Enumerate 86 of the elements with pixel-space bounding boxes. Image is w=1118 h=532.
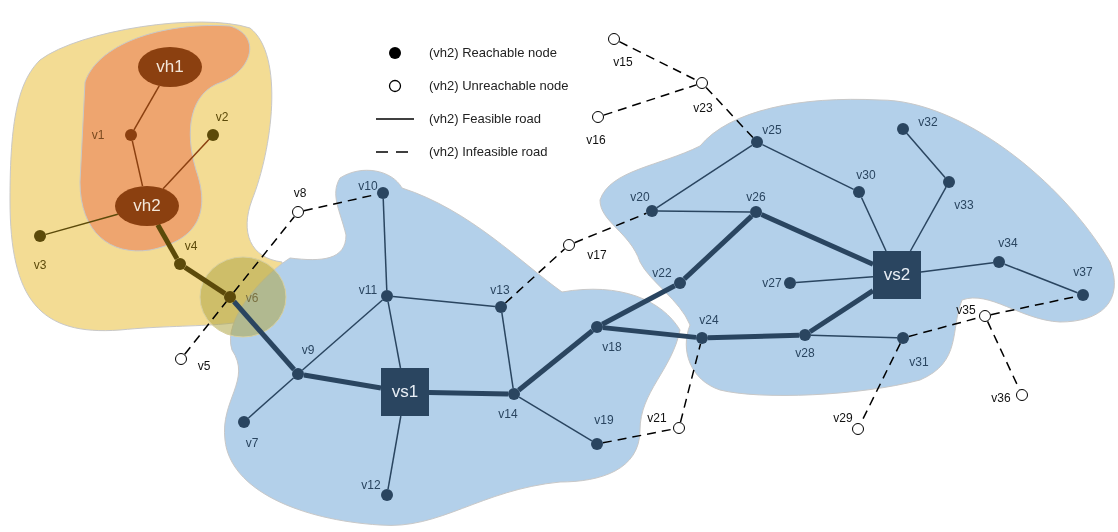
thick-road-line: [601, 283, 676, 327]
road-line: [387, 301, 402, 369]
road-line: [382, 198, 388, 291]
dashed-road-line: [504, 248, 566, 304]
node-label: v20: [630, 190, 650, 204]
dashed-road-line: [233, 215, 295, 294]
road-line: [392, 295, 496, 308]
dashed-road-line: [183, 300, 228, 356]
thick-road-line: [602, 325, 697, 340]
node-label: v13: [490, 283, 510, 297]
road-line: [761, 143, 855, 191]
dashed-road-line: [705, 86, 754, 139]
thick-road-line: [707, 332, 800, 341]
road-line: [501, 312, 514, 389]
node-label: v8: [293, 186, 307, 200]
node-label: v10: [358, 179, 378, 193]
station-square: vs2: [873, 251, 921, 299]
node-label: v17: [587, 248, 607, 262]
node-label: v12: [361, 478, 381, 492]
node-label: v14: [498, 407, 518, 421]
node-label: v37: [1073, 265, 1093, 279]
node-label: v24: [699, 313, 719, 327]
road-line: [656, 144, 753, 209]
thick-road-line: [760, 212, 875, 267]
road-line: [387, 415, 402, 490]
node-label: v33: [954, 198, 974, 212]
dashed-road-line: [573, 212, 648, 244]
node-label: v7: [245, 436, 259, 450]
road-line: [131, 140, 144, 187]
node-label: v9: [301, 343, 315, 357]
road-line: [810, 334, 898, 339]
road-line: [909, 186, 947, 252]
legend-label: (vh2) Infeasible road: [429, 144, 548, 159]
node-label: v21: [647, 411, 667, 425]
thick-road-line: [303, 372, 382, 391]
road-line: [795, 276, 874, 284]
road-line: [45, 213, 119, 236]
thick-road-line: [183, 265, 227, 296]
node-label: v35: [956, 303, 976, 317]
node-label: v30: [856, 168, 876, 182]
node-label: v23: [693, 101, 713, 115]
node-label: v31: [909, 355, 929, 369]
node-label: v29: [833, 411, 853, 425]
thick-road-line: [428, 389, 509, 397]
node-label: v32: [918, 115, 938, 129]
dashed-road-line: [618, 40, 698, 82]
road-line: [133, 85, 160, 131]
road-line: [162, 138, 210, 190]
dashed-road-line: [602, 428, 674, 444]
road-line: [920, 262, 994, 273]
node-label: v25: [762, 123, 782, 137]
thick-road-line: [808, 288, 875, 334]
node-label: v19: [594, 413, 614, 427]
road-line: [247, 377, 295, 419]
node-label: v3: [33, 258, 47, 272]
node-label: v11: [358, 283, 378, 297]
road-line: [860, 196, 887, 252]
dashed-road-line: [679, 343, 702, 423]
road-line: [657, 210, 751, 213]
node-label: v16: [586, 133, 606, 147]
legend-label: (vh2) Unreachable node: [429, 78, 569, 93]
node-label: v27: [762, 276, 782, 290]
node-label: v28: [795, 346, 815, 360]
node-label: v4: [184, 239, 198, 253]
node-label: v6: [245, 291, 259, 305]
node-label: v5: [197, 359, 211, 373]
thick-road-line: [517, 328, 594, 393]
node-label: v26: [746, 190, 766, 204]
node-label: v2: [215, 110, 229, 124]
node-label: v18: [602, 340, 622, 354]
road-line: [1003, 263, 1079, 294]
thick-road-line: [232, 299, 296, 372]
node-label: v1: [91, 128, 105, 142]
dashed-road-line: [602, 84, 698, 116]
road-line: [906, 132, 946, 179]
node-label: v22: [652, 266, 672, 280]
node-label: v15: [613, 55, 633, 69]
road-line: [301, 299, 384, 371]
station-square: vs1: [381, 368, 429, 416]
road-line: [518, 396, 593, 442]
thick-road-line: [682, 214, 754, 281]
node-label: v34: [998, 236, 1018, 250]
legend-label: (vh2) Feasible road: [429, 111, 541, 126]
thick-road-line: [155, 223, 180, 261]
legend-label: (vh2) Reachable node: [429, 45, 557, 60]
node-label: v36: [991, 391, 1011, 405]
